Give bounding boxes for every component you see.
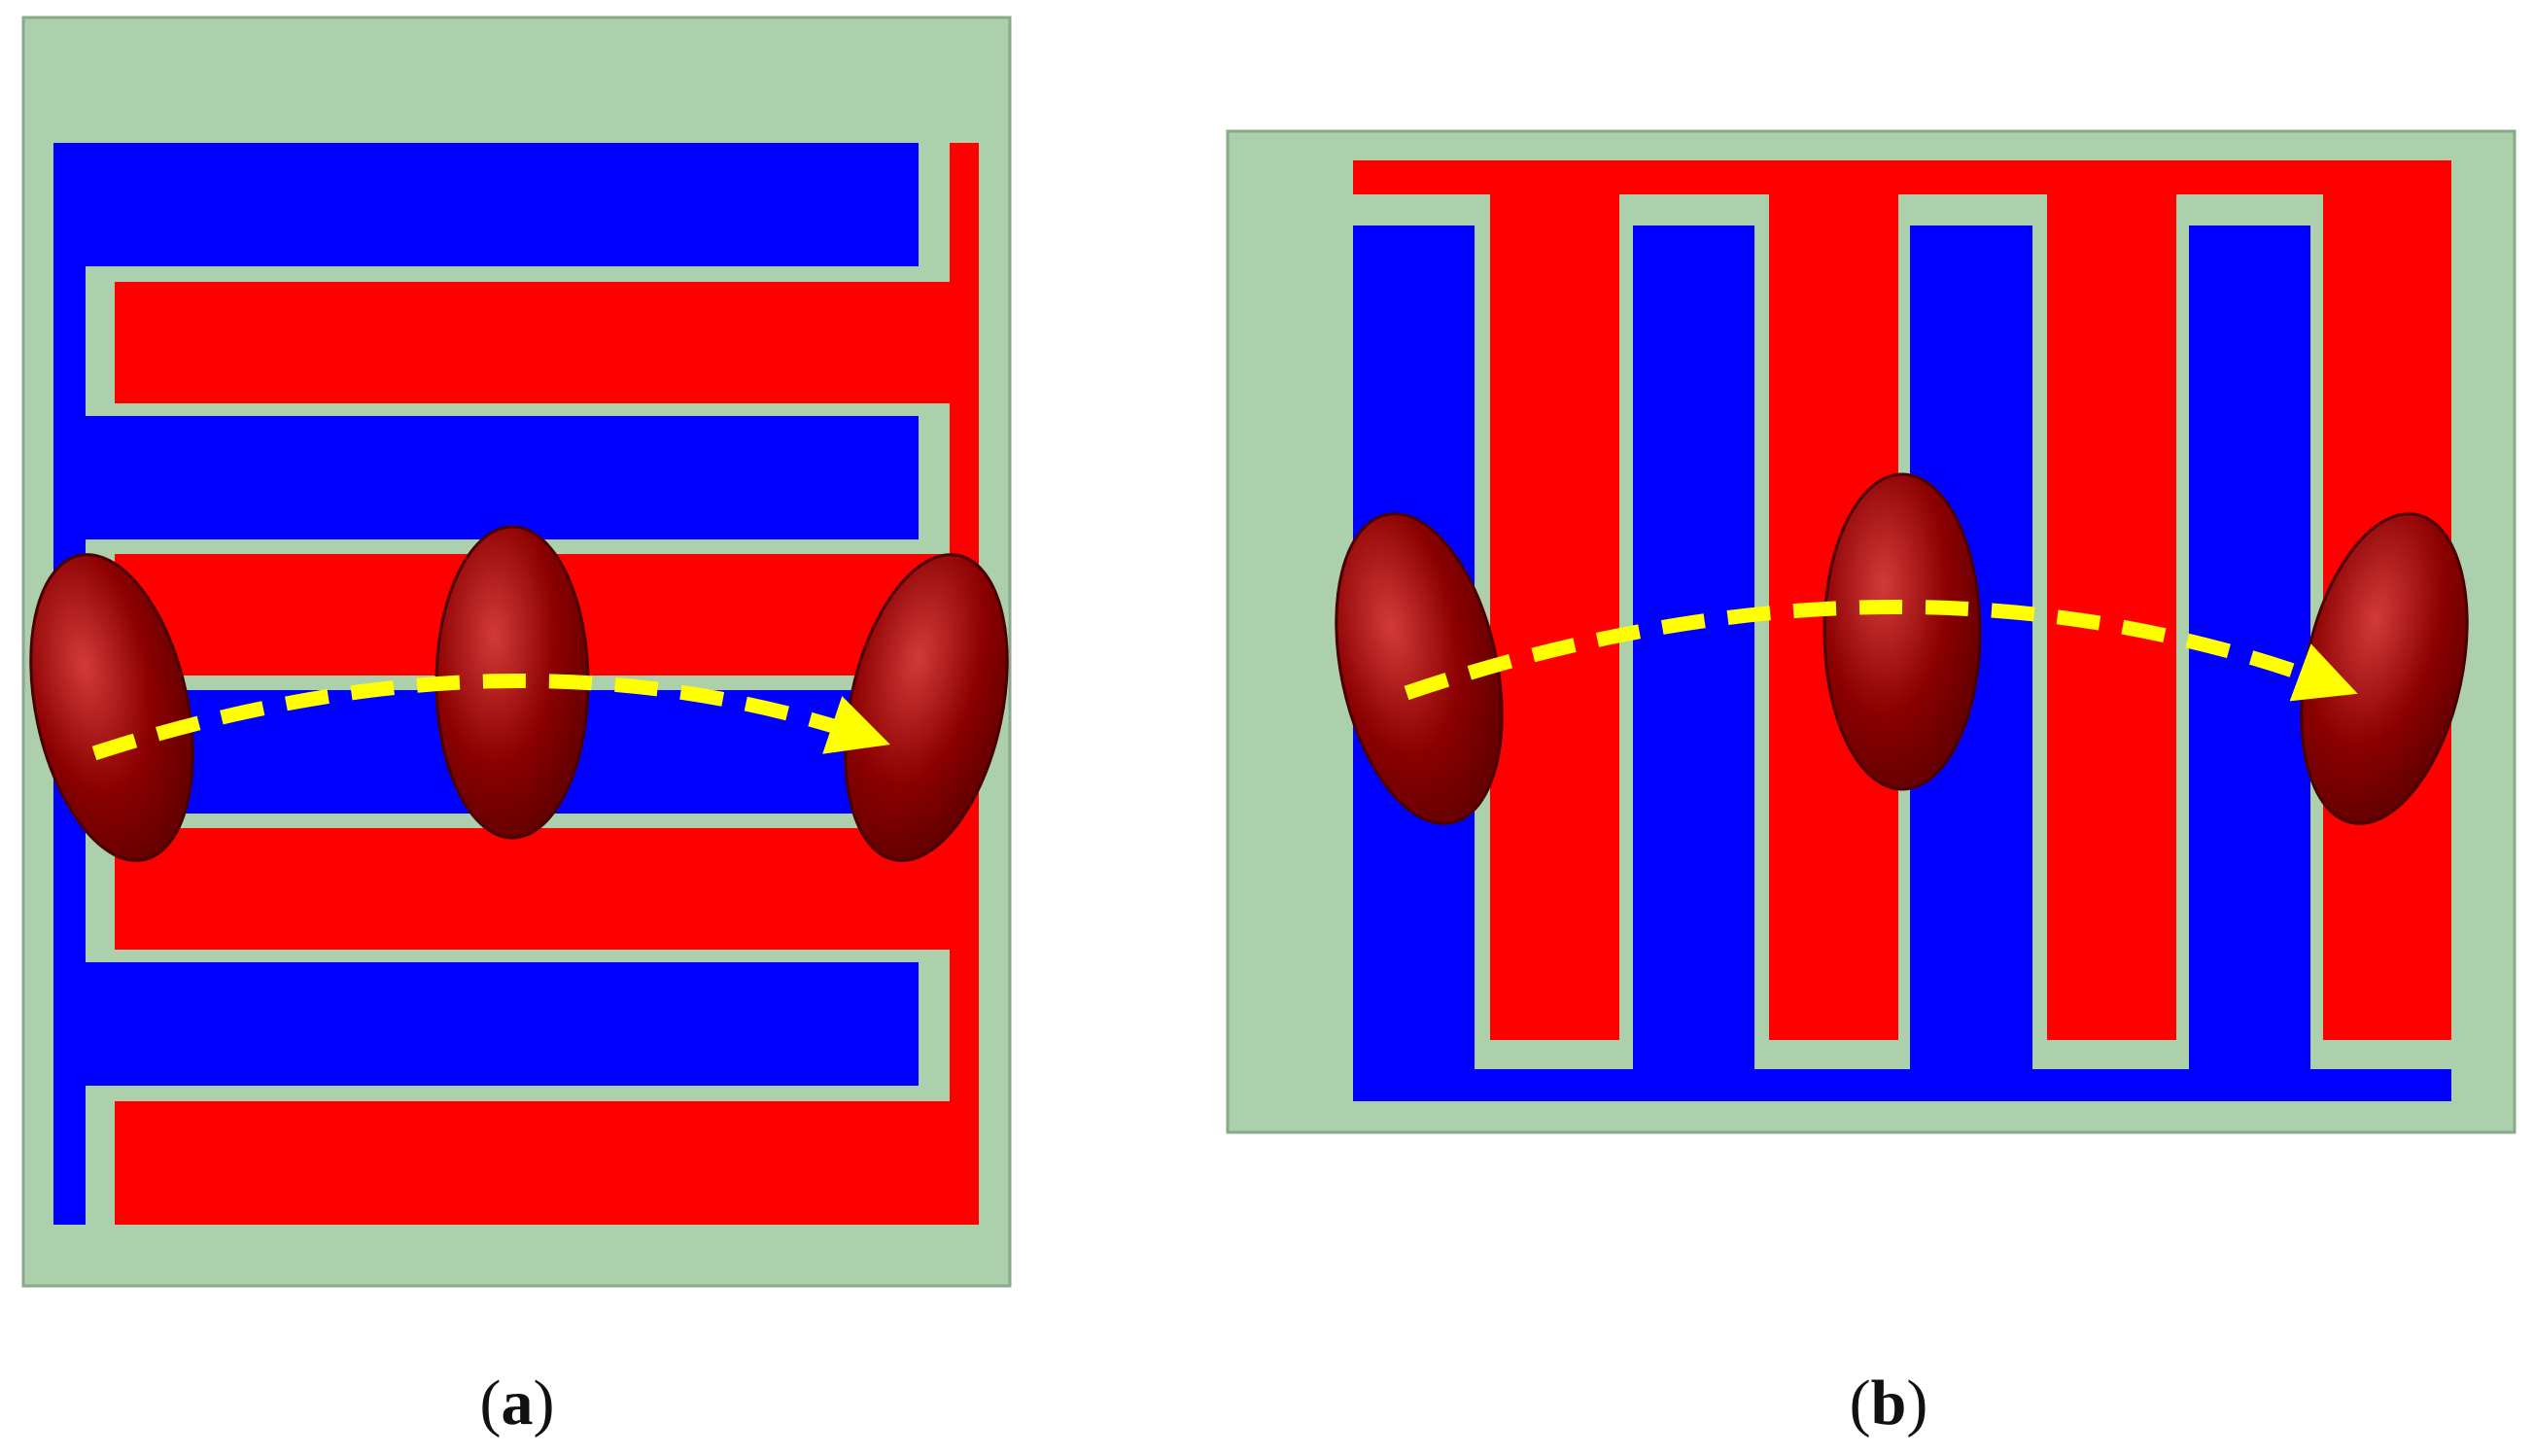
panel-a-red-finger — [115, 1101, 979, 1225]
panel-a-caption: (a) — [480, 1368, 555, 1439]
panel-a-red-finger — [115, 828, 979, 950]
panel-b-red-electrode — [1353, 160, 2451, 1040]
panel-a-particle — [29, 553, 194, 862]
panel-a-particle — [844, 553, 1009, 862]
panel-a-trajectory-arrow — [91, 674, 890, 761]
panel-a-blue-electrode — [53, 143, 919, 1225]
panel-b-caption-open: ( — [1850, 1368, 1871, 1439]
panel-a-blue-finger — [53, 962, 919, 1086]
panel-b-blue-finger — [1633, 225, 1754, 1100]
panel-b: (b) — [1226, 129, 2517, 1439]
panel-b-red-finger — [2047, 160, 2176, 1040]
panel-a-caption-open: ( — [480, 1368, 502, 1439]
panel-a: (a) — [21, 16, 1012, 1439]
panel-b-caption-close: ) — [1906, 1368, 1927, 1439]
panel-a-red-finger — [115, 282, 979, 403]
panel-b-particles — [1335, 472, 2469, 825]
panel-a-blue-finger — [53, 143, 919, 266]
panel-a-blue-finger — [53, 416, 919, 539]
panel-b-caption-letter: b — [1871, 1368, 1907, 1439]
panel-b-caption: (b) — [1850, 1368, 1928, 1439]
panel-b-particle — [1822, 472, 1982, 791]
panel-a-caption-close: ) — [534, 1368, 555, 1439]
panel-a-caption-letter: a — [502, 1368, 534, 1439]
panel-b-trajectory-arrow — [1404, 600, 2358, 702]
panel-b-red-finger — [1490, 160, 1619, 1040]
panel-b-particle — [1335, 512, 1504, 825]
